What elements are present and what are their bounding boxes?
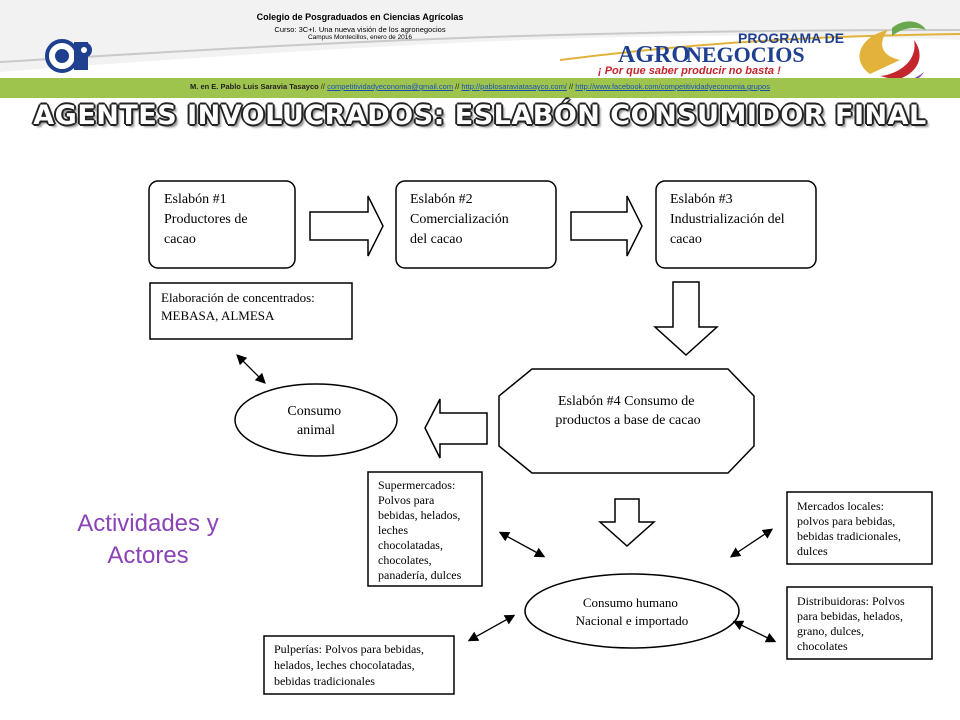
eslabon-4-text: Eslabón #4 Consumo de productos a base d… (555, 394, 700, 428)
double-arrow (729, 528, 774, 558)
separator: // (569, 82, 574, 91)
contact-bar (0, 78, 960, 98)
email-link[interactable]: competitividadyeconomia@gmail.com (327, 82, 454, 91)
brand-negocios: NEGOCIOS (686, 42, 805, 67)
side-caption-line: Actores (107, 542, 189, 569)
separator: // (455, 82, 460, 91)
consumo-humano-ellipse: Consumo humano Nacional e importado (524, 573, 740, 649)
separator: // (320, 82, 325, 91)
double-arrow (467, 614, 516, 642)
consumo-humano-text: Consumo humano Nacional e importado (576, 595, 689, 628)
mercados-locales-box: Mercados locales: polvos para bebidas, b… (786, 491, 933, 565)
cp-logo (45, 39, 92, 73)
concentrados-text: Elaboración de concentrados: MEBASA, ALM… (161, 290, 318, 323)
distribuidoras-text: Distribuidoras: Polvos para bebidas, hel… (797, 594, 908, 653)
website-link[interactable]: http://pablosaraviatasayco.com/ (461, 82, 567, 91)
contact-line: M. en E. Pablo Luis Saravia Tasayco // c… (0, 82, 960, 91)
pulperias-box: Pulperías: Polvos para bebidas, helados,… (263, 635, 455, 695)
eslabon-3-text: Eslabón #3 Industrialización del cacao (670, 192, 788, 247)
brand-agro: AGRO (618, 42, 690, 68)
campus-date: Campus Montecillos, enero de 2016 (307, 34, 413, 41)
double-arrow (732, 620, 777, 643)
side-caption-line: Actividades y (77, 510, 219, 537)
flow-arrow-left (424, 398, 488, 459)
eslabon-3-box: Eslabón #3 Industrialización del cacao (655, 180, 817, 269)
header-graphic: PROGRAMA DE AGRO NEGOCIOS ¡ Por que sabe… (0, 0, 960, 88)
brand-slogan: ¡ Por que saber producir no basta ! (598, 65, 781, 77)
pulperias-text: Pulperías: Polvos para bebidas, helados,… (274, 642, 427, 688)
author-name: M. en E. Pablo Luis Saravia Tasayco (190, 82, 319, 91)
flow-arrow-right (570, 195, 643, 257)
institution-name: Colegio de Posgraduados en Ciencias Agrí… (256, 12, 464, 22)
eslabon-4-octagon: Eslabón #4 Consumo de productos a base d… (498, 368, 755, 474)
supermercados-text: Supermercados: Polvos para bebidas, hela… (378, 478, 463, 582)
agronegocios-logo: PROGRAMA DE AGRO NEGOCIOS ¡ Por que sabe… (598, 21, 926, 88)
double-arrow (498, 531, 546, 558)
slide-title: AGENTES INVOLUCRADOS: ESLABÓN CONSUMIDOR… (33, 100, 927, 131)
mercados-locales-text: Mercados locales: polvos para bebidas, b… (797, 499, 904, 558)
eslabon-1-text: Eslabón #1 Productores de cacao (164, 192, 251, 247)
consumo-animal-text: Consumo animal (287, 404, 344, 438)
brand-line1: PROGRAMA DE (738, 30, 844, 46)
facebook-link[interactable]: http://www.facebook.com/competitividadye… (575, 82, 770, 91)
flow-arrow-down (598, 498, 656, 548)
eslabon-2-text: Eslabón #2 Comercialización del cacao (410, 192, 512, 247)
flow-arrow-right (309, 195, 384, 257)
side-caption: Actividades y Actores (48, 508, 248, 572)
course-name: Curso: 3C+I. Una nueva visión de los agr… (274, 25, 446, 34)
distribuidoras-box: Distribuidoras: Polvos para bebidas, hel… (786, 586, 933, 660)
eslabon-2-box: Eslabón #2 Comercialización del cacao (395, 180, 557, 269)
concentrados-box: Elaboración de concentrados: MEBASA, ALM… (149, 282, 353, 340)
flow-arrow-down (653, 281, 719, 357)
consumo-animal-ellipse: Consumo animal (234, 383, 398, 457)
eslabon-1-box: Eslabón #1 Productores de cacao (148, 180, 296, 269)
supermercados-box: Supermercados: Polvos para bebidas, hela… (367, 471, 483, 587)
double-arrow (236, 354, 266, 384)
